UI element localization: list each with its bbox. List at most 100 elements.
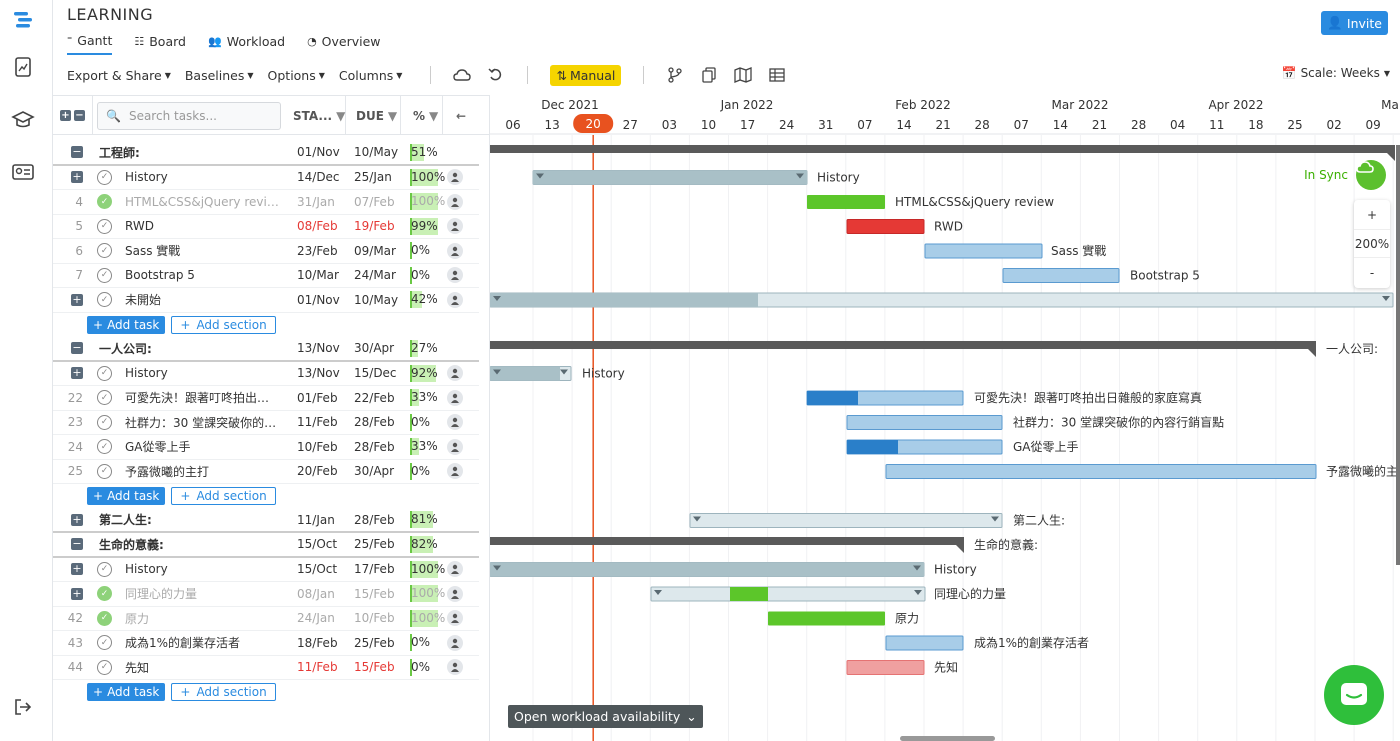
due-date[interactable]: 30/Apr [354, 464, 395, 479]
complete-checkbox-icon[interactable]: ✓ [97, 439, 112, 455]
group-name[interactable]: 一人公司: [99, 341, 152, 356]
task-name[interactable]: 社群力：30 堂課突破你的內... [125, 415, 280, 430]
add-section-button[interactable]: +Add section [171, 683, 276, 701]
zoom-out-button[interactable]: - [1369, 265, 1375, 280]
percent-complete[interactable]: 81% [410, 511, 438, 529]
start-date[interactable]: 18/Feb [297, 635, 338, 650]
chat-support-icon[interactable] [1324, 665, 1384, 725]
manual-scheduling-button[interactable]: ⇅Manual [550, 64, 622, 86]
percent-complete[interactable]: 82% [410, 535, 438, 553]
expand-icon[interactable]: + [71, 292, 83, 306]
add-section-button[interactable]: +Add section [171, 487, 276, 505]
due-date[interactable]: 10/May [354, 145, 399, 160]
task-name[interactable]: GA從零上手 [125, 440, 191, 455]
filter-icon[interactable]: ▼ [336, 108, 346, 123]
expand-icon[interactable]: + [71, 512, 83, 526]
tab-workload[interactable]: 👥Workload [208, 33, 285, 55]
app-logo-icon[interactable] [11, 8, 35, 32]
start-date[interactable]: 13/Nov [297, 366, 340, 381]
start-date[interactable]: 20/Feb [297, 464, 338, 479]
due-date[interactable]: 10/Feb [354, 611, 395, 626]
start-date[interactable]: 23/Feb [297, 243, 338, 258]
columns-menu[interactable]: Columns▼ [339, 68, 403, 83]
complete-checkbox-icon[interactable]: ✓ [97, 243, 112, 259]
start-date[interactable]: 15/Oct [297, 537, 338, 552]
start-date[interactable]: 10/Feb [297, 439, 338, 454]
start-date[interactable]: 24/Jan [297, 611, 335, 626]
collapse-icon[interactable]: − [71, 341, 83, 355]
due-date[interactable]: 25/Feb [354, 537, 395, 552]
assignee-avatar-icon[interactable] [447, 218, 463, 235]
percent-complete[interactable]: 0% [410, 658, 438, 676]
due-date[interactable]: 07/Feb [354, 194, 395, 209]
start-date[interactable]: 15/Oct [297, 562, 338, 577]
tab-gantt[interactable]: ⁼Gantt [67, 33, 113, 55]
add-task-button[interactable]: +Add task [87, 487, 166, 505]
start-date[interactable]: 01/Nov [297, 145, 340, 160]
task-name[interactable]: 可愛先決！跟著叮咚拍出日... [125, 391, 280, 406]
cloud-sync-icon[interactable] [1356, 160, 1386, 190]
tab-board[interactable]: ☷Board [134, 33, 186, 55]
due-date[interactable]: 28/Feb [354, 415, 395, 430]
workload-availability-button[interactable]: Open workload availability⌄ [508, 705, 703, 728]
search-input[interactable]: 🔍 Search tasks... [97, 102, 281, 130]
percent-complete[interactable]: 100% [410, 560, 445, 578]
complete-checkbox-icon[interactable]: ✓ [97, 635, 112, 651]
due-date[interactable]: 15/Feb [354, 586, 395, 601]
scale-selector[interactable]: 📅Scale: Weeks▼ [1282, 66, 1390, 80]
horizontal-scrollbar[interactable] [900, 736, 995, 741]
due-date[interactable]: 28/Feb [354, 439, 395, 454]
zoom-in-button[interactable]: + [1366, 207, 1378, 222]
start-date[interactable]: 11/Feb [297, 415, 338, 430]
vertical-scrollbar[interactable] [1396, 145, 1400, 565]
assignee-avatar-icon[interactable] [447, 389, 463, 406]
due-date[interactable]: 28/Feb [354, 512, 395, 527]
complete-checkbox-icon[interactable]: ✓ [97, 218, 112, 234]
due-date[interactable]: 22/Feb [354, 390, 395, 405]
learning-icon[interactable] [11, 108, 35, 132]
task-name[interactable]: Sass 實戰 [125, 244, 181, 259]
assignee-avatar-icon[interactable] [447, 242, 463, 259]
complete-checkbox-icon[interactable]: ✓ [97, 610, 112, 626]
due-date[interactable]: 25/Jan [354, 170, 392, 185]
expand-icon[interactable]: + [71, 562, 83, 576]
map-icon[interactable] [734, 66, 753, 84]
complete-checkbox-icon[interactable]: ✓ [97, 586, 112, 602]
assignee-avatar-icon[interactable] [447, 634, 463, 651]
due-date[interactable]: 30/Apr [354, 341, 395, 356]
task-name[interactable]: 予露微曦的主打 [125, 464, 210, 479]
task-name[interactable]: 先知 [125, 660, 150, 675]
complete-checkbox-icon[interactable]: ✓ [97, 659, 112, 675]
start-date[interactable]: 13/Nov [297, 341, 340, 356]
group-name[interactable]: 工程師: [99, 145, 140, 160]
assignee-avatar-icon[interactable] [447, 414, 463, 431]
task-name[interactable]: 原力 [125, 611, 150, 626]
start-date[interactable]: 14/Dec [297, 170, 340, 185]
logout-icon[interactable] [11, 695, 35, 719]
expand-icon[interactable]: + [71, 366, 83, 380]
due-date[interactable]: 19/Feb [354, 219, 395, 234]
expand-collapse-all[interactable]: + − [53, 96, 93, 135]
task-name[interactable]: History [125, 366, 168, 381]
group-name[interactable]: 生命的意義: [99, 537, 164, 552]
due-date[interactable]: 24/Mar [354, 268, 396, 283]
undo-icon[interactable] [487, 66, 505, 84]
task-name[interactable]: 未開始 [125, 293, 162, 308]
percent-complete[interactable]: 100% [410, 168, 445, 186]
table-icon[interactable] [768, 66, 786, 84]
complete-checkbox-icon[interactable]: ✓ [97, 292, 112, 308]
add-section-button[interactable]: +Add section [171, 315, 276, 334]
